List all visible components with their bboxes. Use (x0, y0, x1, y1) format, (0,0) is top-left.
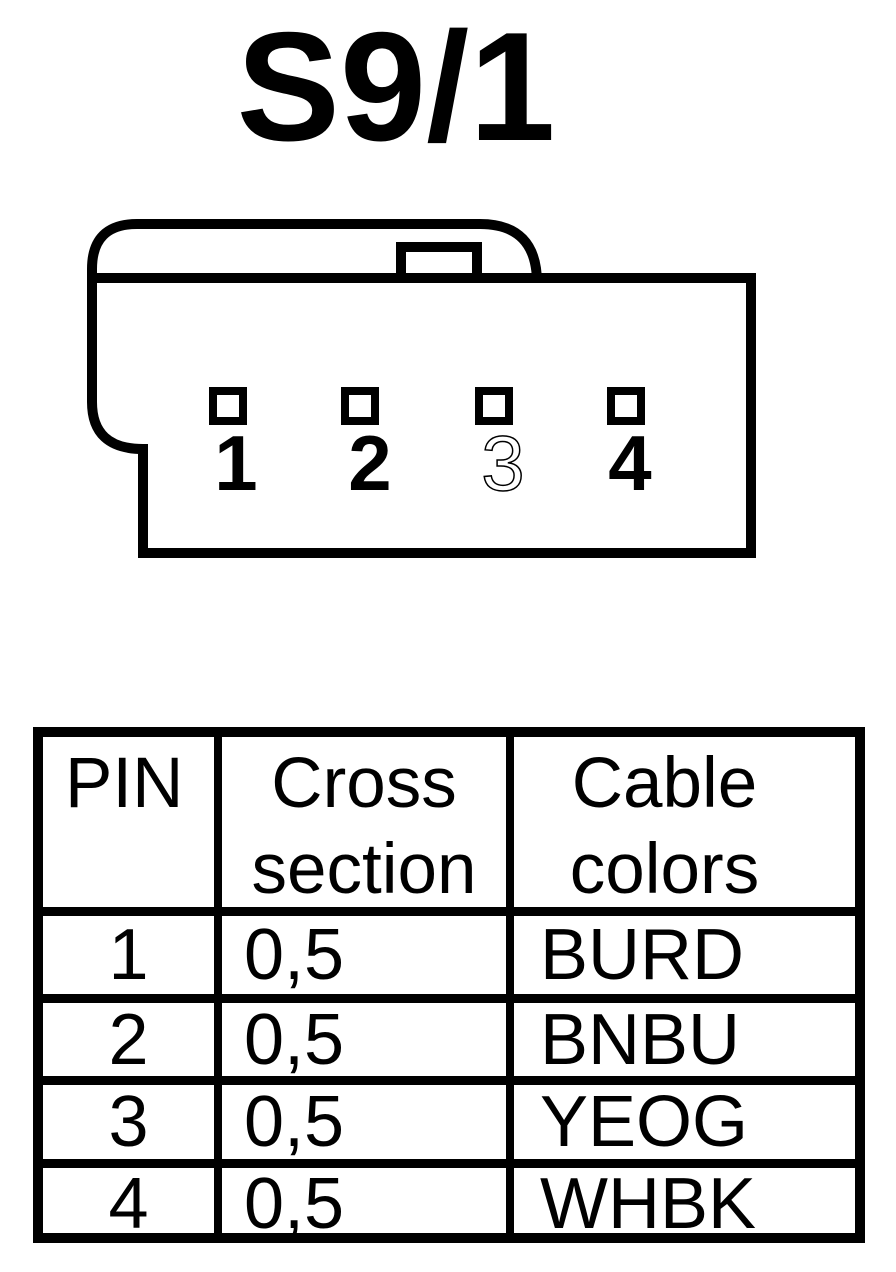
cable-color-cell: BNBU (506, 994, 855, 1076)
connector-diagram: 1 2 3 4 (87, 219, 756, 558)
cross-section-cell: 0,5 (214, 1076, 506, 1159)
connector-cap-outline (87, 219, 542, 284)
pin-slot-1-icon (209, 387, 247, 425)
header-cell-pin: PIN (65, 744, 184, 823)
page-title: S9/1 (236, 0, 556, 173)
pinout-table: PIN Cross section Cable colors 1 0,5 BUR… (33, 727, 865, 1243)
pin-number-cell: 2 (43, 994, 214, 1076)
header-cell-cross-section: Cross section (214, 737, 506, 909)
cross-section-cell: 0,5 (214, 994, 506, 1076)
pin-slot-4-icon (607, 387, 645, 425)
cable-color-cell: WHBK (506, 1159, 855, 1240)
connector-latch-tab-icon (396, 242, 482, 278)
pin-label-4: 4 (608, 419, 651, 507)
pin-number-cell: 1 (43, 907, 214, 994)
pin-number-cell: 3 (43, 1076, 214, 1159)
pin-label-1: 1 (214, 419, 257, 507)
cable-color-cell: YEOG (506, 1076, 855, 1159)
pin-slot-2-icon (341, 387, 379, 425)
pin-slot-3-icon (475, 387, 513, 425)
pin-number-cell: 4 (43, 1159, 214, 1240)
cross-section-cell: 0,5 (214, 1159, 506, 1240)
header-cell-cable-colors: Cable colors (506, 737, 855, 909)
connector-body-outline (87, 273, 756, 558)
pin-label-3: 3 (481, 419, 524, 507)
cable-color-cell: BURD (506, 907, 855, 994)
cross-section-cell: 0,5 (214, 907, 506, 994)
pin-label-2: 2 (348, 419, 391, 507)
